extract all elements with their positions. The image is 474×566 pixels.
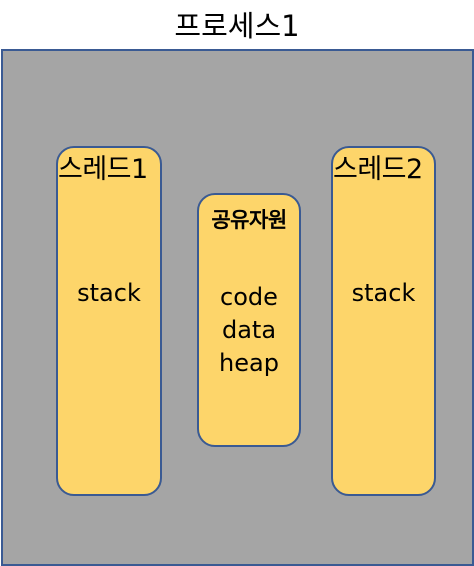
thread-1-label: 스레드1	[58, 154, 148, 185]
shared-resources-box: 공유자원 code data heap	[197, 193, 301, 447]
process-title: 프로세스1	[174, 9, 300, 43]
thread-2-label: 스레드2	[333, 154, 423, 185]
shared-item-heap: heap	[219, 349, 279, 377]
shared-item-code: code	[220, 283, 278, 311]
thread-1-box: 스레드1 stack	[56, 146, 162, 496]
shared-resources-list: code data heap	[199, 281, 299, 380]
thread-1-stack: stack	[77, 279, 141, 307]
shared-item-data: data	[221, 316, 277, 344]
thread-2-stack: stack	[351, 279, 416, 307]
shared-resources-label: 공유자원	[211, 208, 287, 232]
thread-2-box: 스레드2 stack	[331, 146, 436, 496]
